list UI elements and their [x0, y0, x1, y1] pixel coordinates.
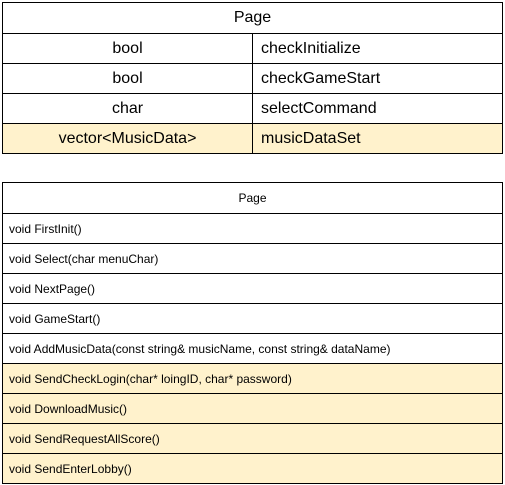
- attribute-name: selectCommand: [252, 93, 503, 124]
- attribute-name: checkInitialize: [252, 33, 503, 64]
- method-signature: void AddMusicData(const string& musicNam…: [2, 333, 503, 364]
- method-signature: void SendCheckLogin(char* loingID, char*…: [2, 363, 503, 394]
- method-row: void NextPage(): [2, 273, 503, 304]
- attribute-type: char: [2, 93, 253, 124]
- method-row-highlighted: void DownloadMusic(): [2, 393, 503, 424]
- attributes-header-row: Page: [2, 2, 503, 34]
- method-row: void GameStart(): [2, 303, 503, 334]
- attribute-row: bool checkGameStart: [2, 63, 503, 94]
- method-signature: void DownloadMusic(): [2, 393, 503, 424]
- attribute-name: musicDataSet: [252, 123, 503, 154]
- method-signature: void GameStart(): [2, 303, 503, 334]
- attribute-type: bool: [2, 33, 253, 64]
- attribute-row: bool checkInitialize: [2, 33, 503, 64]
- attribute-row-highlighted: vector<MusicData> musicDataSet: [2, 123, 503, 154]
- methods-header-row: Page: [2, 182, 503, 214]
- method-row: void FirstInit(): [2, 213, 503, 244]
- method-signature: void SendEnterLobby(): [2, 453, 503, 484]
- method-signature: void NextPage(): [2, 273, 503, 304]
- page-attributes-table: Page bool checkInitialize bool checkGame…: [2, 2, 503, 154]
- method-row: void Select(char menuChar): [2, 243, 503, 274]
- attribute-row: char selectCommand: [2, 93, 503, 124]
- attributes-table-title: Page: [2, 2, 503, 34]
- attribute-name: checkGameStart: [252, 63, 503, 94]
- methods-table-title: Page: [2, 182, 503, 214]
- method-signature: void Select(char menuChar): [2, 243, 503, 274]
- method-row: void AddMusicData(const string& musicNam…: [2, 333, 503, 364]
- page-methods-table: Page void FirstInit() void Select(char m…: [2, 182, 503, 484]
- method-signature: void SendRequestAllScore(): [2, 423, 503, 454]
- method-row-highlighted: void SendCheckLogin(char* loingID, char*…: [2, 363, 503, 394]
- method-row-highlighted: void SendRequestAllScore(): [2, 423, 503, 454]
- method-row-highlighted: void SendEnterLobby(): [2, 453, 503, 484]
- method-signature: void FirstInit(): [2, 213, 503, 244]
- attribute-type: bool: [2, 63, 253, 94]
- attribute-type: vector<MusicData>: [2, 123, 253, 154]
